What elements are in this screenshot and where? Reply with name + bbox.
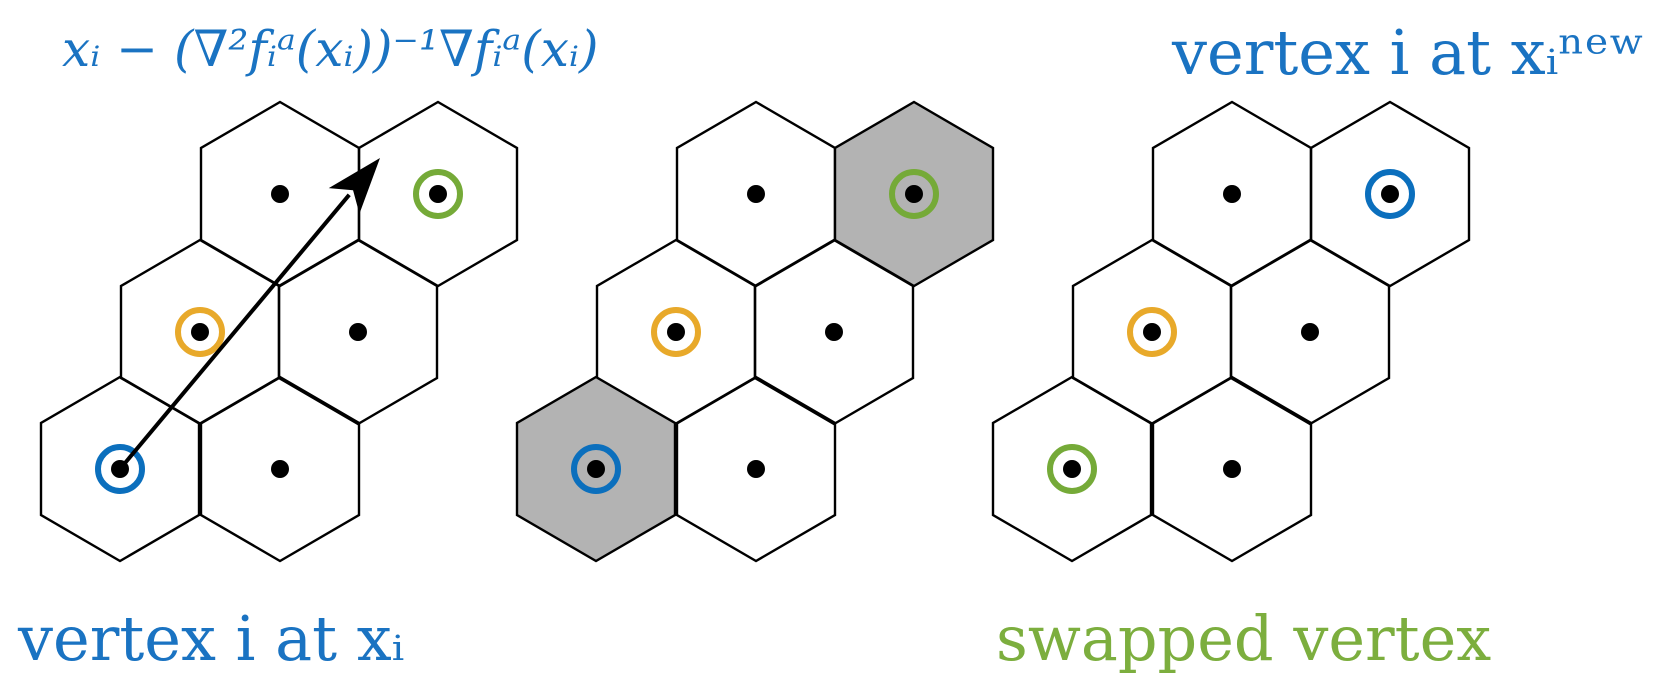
- vertex-dot: [1063, 460, 1081, 478]
- green-ring-marker: [413, 169, 463, 219]
- diagram-panels: [39, 100, 1471, 563]
- hex-cell: [1151, 375, 1313, 563]
- orange-ring-marker: [175, 307, 225, 357]
- vertex-dot: [667, 323, 685, 341]
- orange-ring-marker: [1127, 307, 1177, 357]
- newton-step-arrow-shaft: [118, 193, 351, 471]
- panel-before: [39, 100, 519, 563]
- vertex-dot: [825, 323, 843, 341]
- green-ring-marker: [889, 169, 939, 219]
- orange-ring-marker: [651, 307, 701, 357]
- blue-ring-marker: [95, 444, 145, 494]
- vertex-dot: [905, 185, 923, 203]
- swapped-vertex-label: swapped vertex: [996, 602, 1491, 675]
- vertex-dot: [1143, 323, 1161, 341]
- vertex-dot: [429, 185, 447, 203]
- hex-cell: [991, 375, 1153, 563]
- vertex-at-x-label: vertex i at xᵢ: [17, 602, 404, 675]
- panel-swap: [515, 100, 995, 563]
- blue-ring-marker: [1365, 169, 1415, 219]
- vertex-dot: [747, 185, 765, 203]
- newton-step-arrow-head: [328, 158, 380, 214]
- vertex-dot: [271, 460, 289, 478]
- blue-ring-marker: [571, 444, 621, 494]
- hex-cell: [675, 375, 837, 563]
- vertex-dot: [271, 185, 289, 203]
- vertex-dot: [191, 323, 209, 341]
- vertex-dot: [349, 323, 367, 341]
- newton-step-label: xᵢ − (∇²fᵢᵃ(xᵢ))⁻¹∇fᵢᵃ(xᵢ): [62, 20, 598, 78]
- green-ring-marker: [1047, 444, 1097, 494]
- panel-after: [991, 100, 1471, 563]
- vertex-new-label: vertex i at xᵢⁿᵉʷ: [1171, 16, 1645, 89]
- vertex-dot: [587, 460, 605, 478]
- vertex-dot: [1223, 460, 1241, 478]
- vertex-dot: [1301, 323, 1319, 341]
- vertex-dot: [1381, 185, 1399, 203]
- vertex-dot: [747, 460, 765, 478]
- hex-cell: [199, 375, 361, 563]
- hex-cell: [39, 375, 201, 563]
- vertex-dot: [1223, 185, 1241, 203]
